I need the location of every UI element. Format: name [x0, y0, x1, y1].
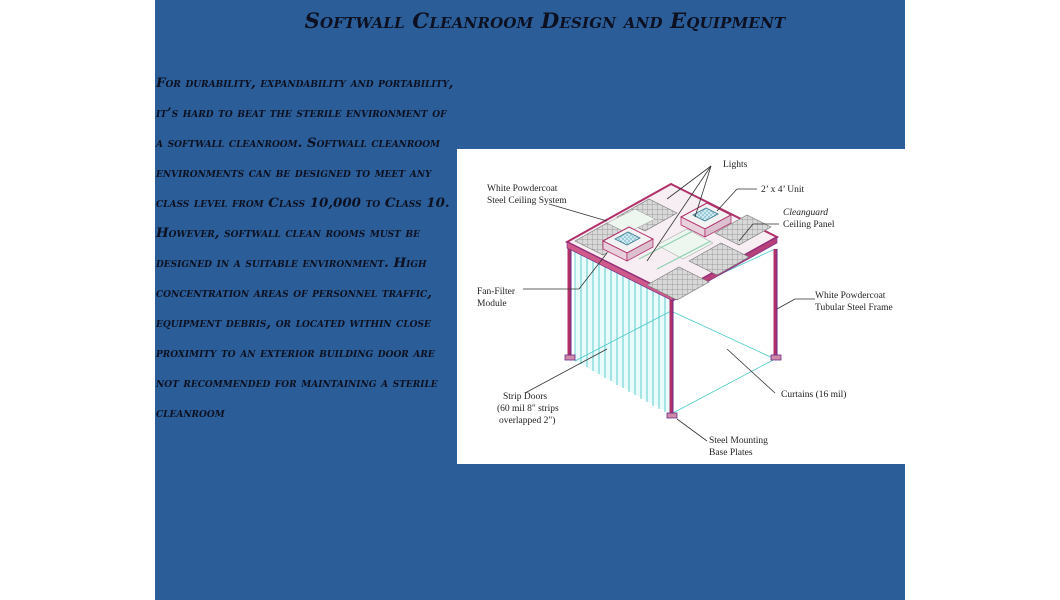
label-frame-line2: Tubular Steel Frame — [815, 303, 893, 313]
strip-doors — [575, 247, 671, 414]
label-ceiling-line2: Steel Ceiling System — [487, 196, 567, 206]
label-ffm-line1: Fan-Filter — [477, 287, 516, 297]
label-frame-line1: White Powdercoat — [815, 291, 886, 301]
label-strip-line3: overlapped 2") — [499, 415, 555, 426]
label-ceiling-line1: White Powdercoat — [487, 184, 558, 194]
label-strip-line2: (60 mil 8" strips — [497, 403, 559, 414]
label-panel-line1: Cleanguard — [783, 208, 828, 218]
label-ffm-line2: Module — [477, 299, 507, 309]
label-base-line1: Steel Mounting — [709, 436, 768, 446]
diagram-labels: Lights White Powdercoat Steel Ceiling Sy… — [477, 160, 893, 458]
label-base-line2: Base Plates — [709, 448, 753, 458]
cleanroom-diagram-svg: Lights White Powdercoat Steel Ceiling Sy… — [477, 160, 893, 458]
fan-filter-module-2 — [679, 202, 733, 238]
slide: Softwall Cleanroom Design and Equipment … — [155, 0, 905, 600]
fan-filter-module-1 — [601, 226, 655, 262]
slide-body-text: For durability, expandability and portab… — [156, 75, 454, 421]
slide-title: Softwall Cleanroom Design and Equipment — [304, 8, 786, 33]
base-plates — [564, 354, 782, 419]
leader-lines — [523, 165, 815, 442]
label-unit: 2’ x 4’ Unit — [761, 185, 805, 195]
label-lights: Lights — [723, 160, 748, 170]
label-panel-line2: Ceiling Panel — [783, 220, 835, 230]
ceiling-system — [564, 182, 780, 302]
cleanroom-diagram: Lights White Powdercoat Steel Ceiling Sy… — [457, 149, 905, 464]
label-curtains: Curtains (16 mil) — [781, 389, 846, 400]
label-strip-line1: Strip Doors — [503, 392, 547, 402]
